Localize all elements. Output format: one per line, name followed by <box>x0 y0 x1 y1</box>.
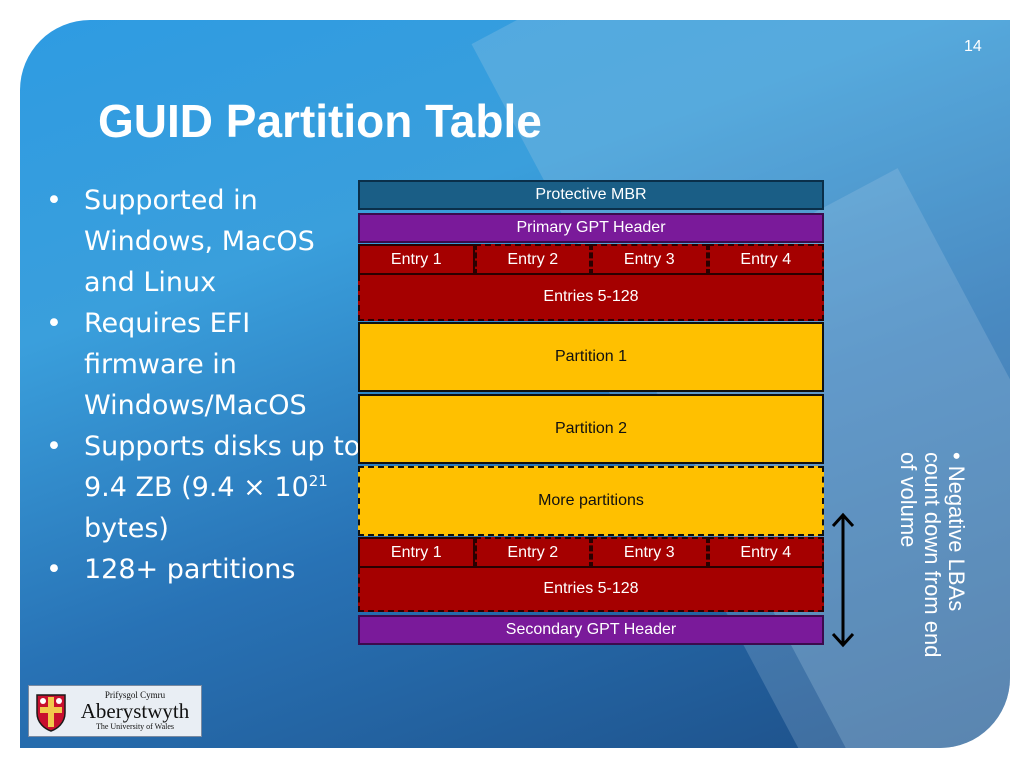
partition-1-block: Partition 1 <box>358 322 824 392</box>
primary-entry-1: Entry 1 <box>358 244 475 275</box>
secondary-entry-4: Entry 4 <box>707 537 824 568</box>
bullet-text-before: Supports disks up to 9.4 ZB (9.4 × 10 <box>84 431 361 503</box>
secondary-entry-1: Entry 1 <box>358 537 475 568</box>
primary-entries-row: Entry 1 Entry 2 Entry 3 Entry 4 <box>358 244 824 275</box>
bullet-text: Supported in Windows, MacOS and Linux <box>84 185 315 298</box>
bullet-list: • Supported in Windows, MacOS and Linux •… <box>44 180 362 590</box>
secondary-entries-row: Entry 1 Entry 2 Entry 3 Entry 4 <box>358 537 824 568</box>
slide-title: GUID Partition Table <box>98 95 542 147</box>
primary-entries-rest-block: Entries 5-128 <box>358 275 824 321</box>
logo-name: Aberystwyth <box>80 699 190 723</box>
primary-gpt-header-block: Primary GPT Header <box>358 213 824 243</box>
logo-bottom-text: The University of Wales <box>95 722 175 731</box>
secondary-gpt-header-block: Secondary GPT Header <box>358 615 824 645</box>
university-logo: Prifysgol Cymru Aberystwyth The Universi… <box>28 685 202 737</box>
bullet-item: • 128+ partitions <box>44 549 362 590</box>
side-note-bullet: • <box>944 452 969 460</box>
secondary-entry-2: Entry 2 <box>474 537 591 568</box>
bullet-text-after: bytes) <box>84 513 169 544</box>
crest-icon <box>36 694 66 732</box>
partition-2-block: Partition 2 <box>358 394 824 464</box>
bullet-item: • Supported in Windows, MacOS and Linux <box>44 180 362 303</box>
primary-entry-2: Entry 2 <box>474 244 591 275</box>
primary-entry-4: Entry 4 <box>707 244 824 275</box>
bullet-text: 128+ partitions <box>84 554 296 585</box>
protective-mbr-block: Protective MBR <box>358 180 824 210</box>
bullet-dot: • <box>46 554 62 585</box>
secondary-entry-3: Entry 3 <box>591 537 708 568</box>
primary-entry-3: Entry 3 <box>591 244 708 275</box>
logo-top-text: Prifysgol Cymru <box>104 690 166 700</box>
bullet-dot: • <box>46 308 62 339</box>
bullet-dot: • <box>46 185 62 216</box>
double-arrow-icon <box>831 512 855 648</box>
side-note: •Negative LBAs count down from end of vo… <box>878 452 969 662</box>
bullet-superscript: 21 <box>308 472 328 490</box>
bullet-text: Requires EFI firmware in Windows/MacOS <box>84 308 307 421</box>
bullet-dot: • <box>46 431 62 462</box>
more-partitions-block: More partitions <box>358 466 824 536</box>
side-note-text: Negative LBAs count down from end of vol… <box>896 452 969 658</box>
page-number: 14 <box>964 38 982 55</box>
bullet-item: • Supports disks up to 9.4 ZB (9.4 × 1021… <box>44 426 362 549</box>
secondary-entries-rest-block: Entries 5-128 <box>358 568 824 612</box>
bullet-item: • Requires EFI firmware in Windows/MacOS <box>44 303 362 426</box>
